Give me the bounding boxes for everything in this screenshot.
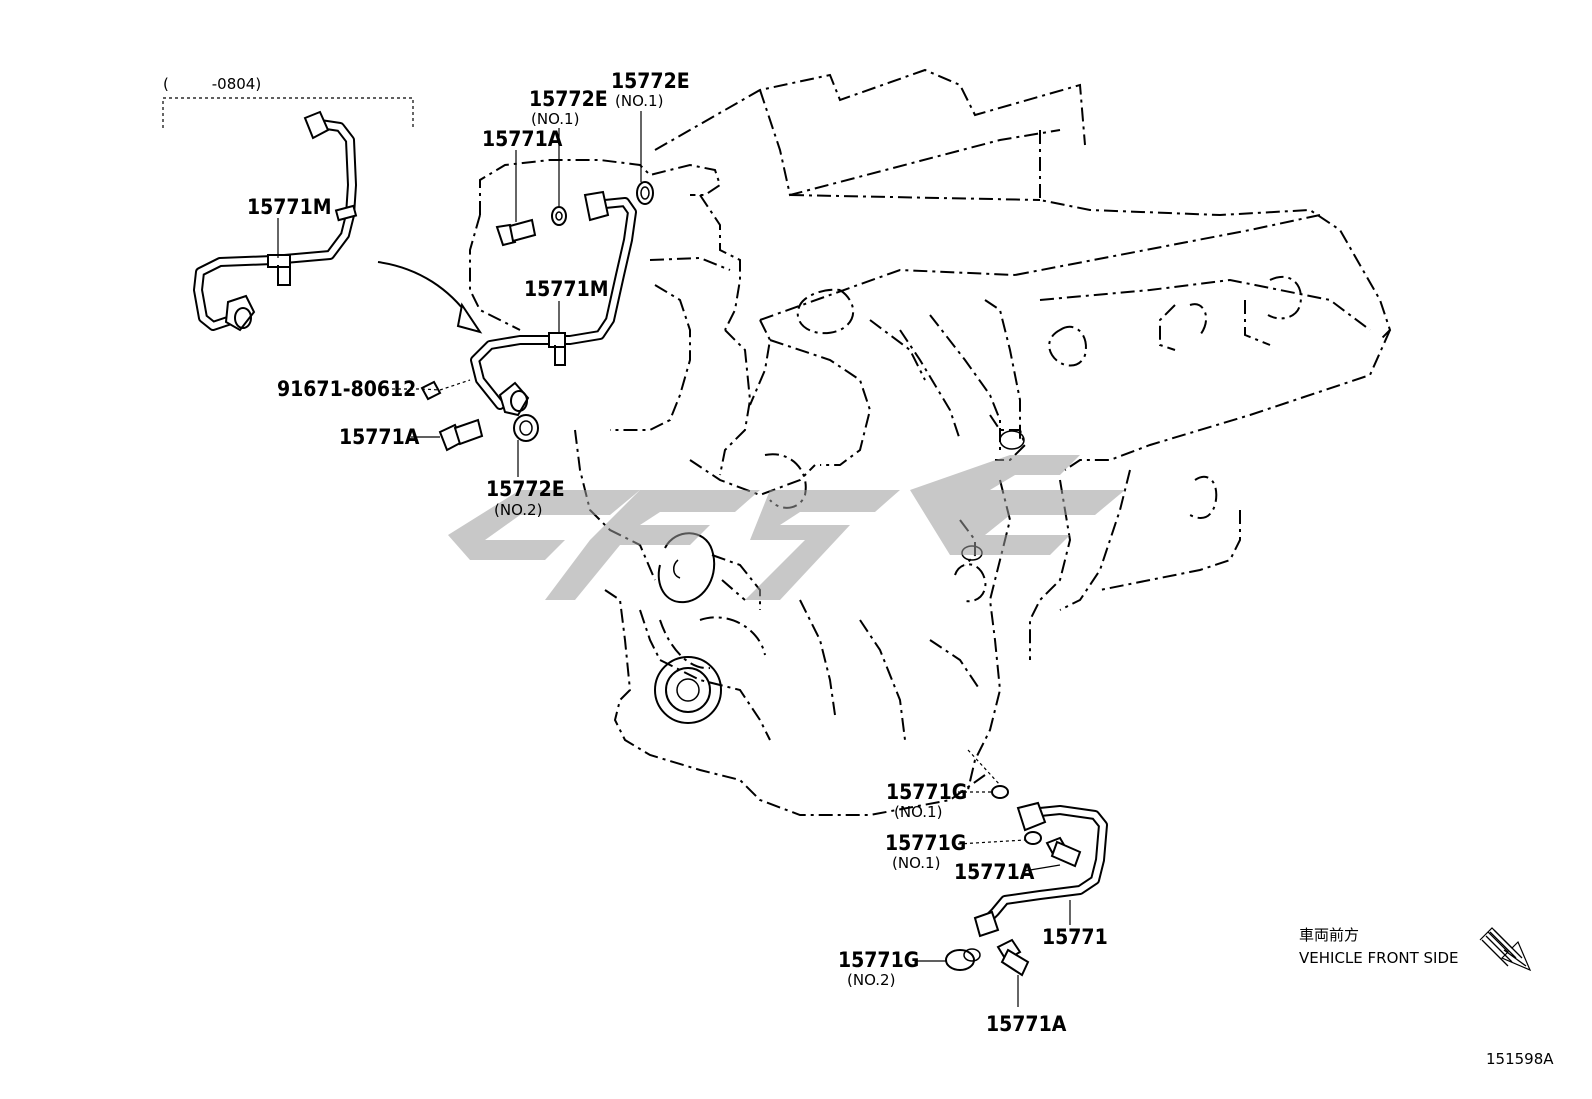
- connection-line: [967, 749, 1001, 786]
- part-label-15771M-inset: 15771M: [247, 195, 332, 219]
- part-label-15771G-b: 15771G: [885, 831, 966, 855]
- part-sub-15771G-c: (NO.2): [847, 971, 895, 989]
- part-label-91671-80612: 91671-80612: [277, 377, 416, 401]
- lower-pipe-assembly: [945, 785, 1108, 977]
- part-sub-15772E-a: (NO.1): [531, 110, 579, 128]
- watermark-logo: [448, 455, 1125, 600]
- date-range-label: ( -0804): [163, 75, 261, 93]
- inset-arrow: [377, 261, 471, 319]
- engine-outline: [469, 68, 1392, 816]
- part-label-15771: 15771: [1042, 925, 1108, 949]
- part-label-15771G-a: 15771G: [886, 780, 967, 804]
- direction-indicator: 車両前方 VEHICLE FRONT SIDE: [1299, 926, 1532, 972]
- part-label-15771A-bottom: 15771A: [986, 1012, 1067, 1036]
- direction-arrow-icon: [1479, 927, 1532, 972]
- part-label-15771A-left: 15771A: [339, 425, 420, 449]
- direction-label-en: VEHICLE FRONT SIDE: [1299, 949, 1459, 967]
- part-sub-15772E-b: (NO.1): [615, 92, 663, 110]
- part-label-15772E-c: 15772E: [486, 477, 565, 501]
- leader-lines: [277, 111, 1071, 1007]
- part-sub-15771G-b: (NO.1): [892, 854, 940, 872]
- part-label-15771M: 15771M: [524, 277, 609, 301]
- part-sub-15771G-a: (NO.1): [894, 803, 942, 821]
- illustration-ref-code: 151598A: [1486, 1050, 1554, 1068]
- part-label-15771A-top: 15771A: [482, 127, 563, 151]
- direction-label-jp: 車両前方: [1299, 926, 1359, 944]
- part-sub-15772E-c: (NO.2): [494, 501, 542, 519]
- part-label-15772E-b: 15772E: [611, 69, 690, 93]
- part-label-15771G-c: 15771G: [838, 948, 919, 972]
- upper-pipe-assembly: [420, 181, 654, 452]
- inset-arrow-head: [456, 302, 483, 334]
- part-label-15772E-a: 15772E: [529, 87, 608, 111]
- part-label-15771A-mid: 15771A: [954, 860, 1035, 884]
- inset-old-type: ( -0804): [162, 75, 414, 332]
